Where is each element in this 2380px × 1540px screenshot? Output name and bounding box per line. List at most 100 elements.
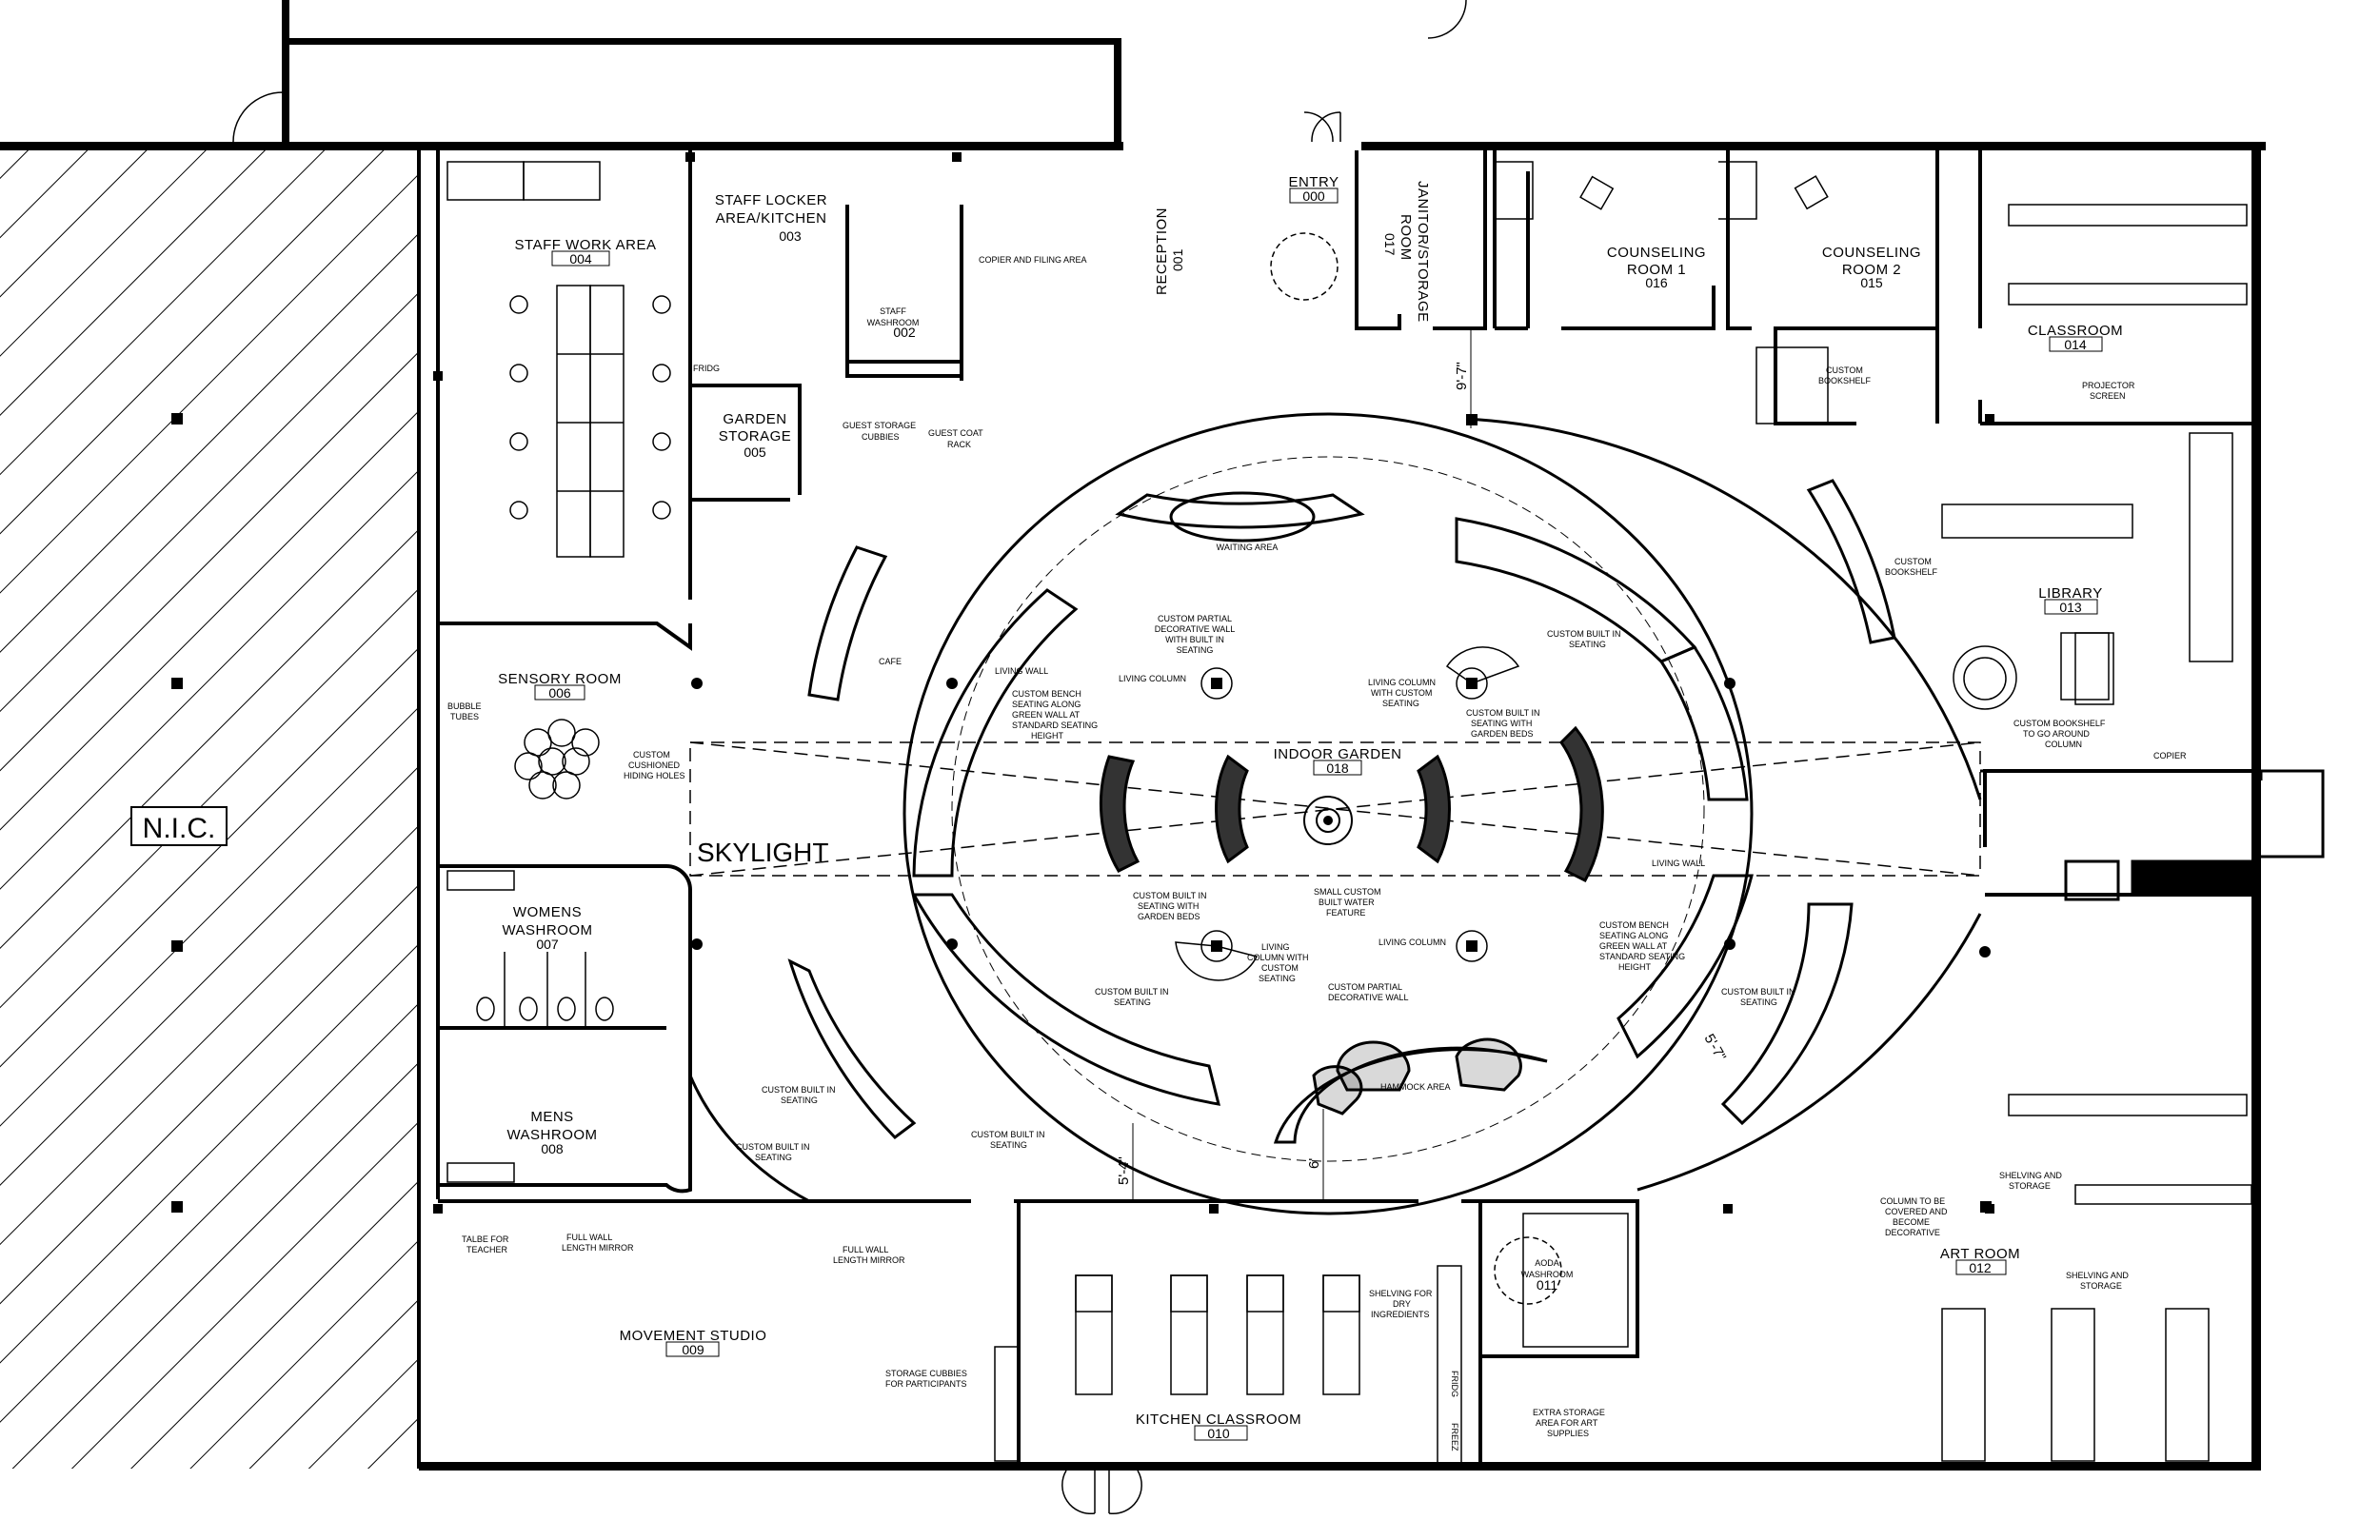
kitchen-stations — [1075, 1274, 1360, 1395]
washroom-fixtures — [446, 870, 614, 1183]
room-name-staff-locker-2: AREA/KITCHEN — [716, 210, 827, 227]
note-projector: PROJECTOR — [2082, 381, 2135, 390]
room-name-library: LIBRARY — [2038, 585, 2102, 602]
hammock-area — [1273, 1037, 1548, 1144]
room-name-mens-2: WASHROOM — [506, 1127, 597, 1143]
room-number-aoda: 011 — [1537, 1277, 1558, 1293]
note-col-shelf: CUSTOM BOOKSHELF — [2013, 719, 2106, 728]
note-partial-wall-3: WITH BUILT IN — [1165, 635, 1224, 644]
exterior-door-arcs — [232, 0, 1467, 1515]
note-hiding-3: HIDING HOLES — [624, 771, 685, 780]
note-lc-seat: LIVING COLUMN — [1368, 678, 1436, 687]
note-living-column: LIVING COLUMN — [1119, 674, 1186, 683]
note-storage-part: STORAGE CUBBIES — [885, 1369, 967, 1378]
room-number-staff-washroom: 002 — [893, 325, 916, 340]
note-column-cov-2: COVERED AND — [1885, 1207, 1948, 1216]
note-builtin-garden-b: CUSTOM BUILT IN — [1133, 891, 1207, 900]
note-bench-2: SEATING ALONG — [1012, 700, 1081, 709]
note-bench-right: CUSTOM BENCH — [1599, 920, 1669, 930]
note-custom-bookshelf-2: BOOKSHELF — [1818, 376, 1872, 385]
room-name-staff-washroom: STAFF — [880, 306, 906, 316]
note-living-column-2: LIVING COLUMN — [1378, 938, 1446, 947]
note-bench-5: HEIGHT — [1031, 731, 1064, 740]
note-shelving: SHELVING AND — [1999, 1171, 2062, 1180]
note-builtin-e-2: SEATING — [990, 1140, 1027, 1150]
room-number-garden: 018 — [1326, 760, 1349, 776]
room-name-movement: MOVEMENT STUDIO — [620, 1328, 767, 1344]
note-builtin-f: CUSTOM BUILT IN — [736, 1142, 810, 1152]
room-name-staff-locker: STAFF LOCKER — [715, 192, 827, 208]
note-hiding-2: CUSHIONED — [628, 760, 681, 770]
note-lc-seat-b: LIVING — [1261, 942, 1290, 952]
note-guest-coat-2: RACK — [947, 440, 971, 449]
note-lc-seat-b-4: SEATING — [1259, 974, 1296, 983]
dimension-1: 9'-7" — [1454, 362, 1470, 390]
room-name-kitchen: KITCHEN CLASSROOM — [1136, 1412, 1301, 1428]
nic-area: N.I.C. — [0, 146, 421, 1469]
room-name-counseling1: COUNSELING — [1607, 245, 1706, 261]
note-col-shelf-2: TO GO AROUND — [2023, 729, 2090, 739]
note-bench-right-4: STANDARD SEATING — [1599, 952, 1685, 961]
room-number-reception: 001 — [1170, 248, 1185, 271]
note-builtin-garden-2: SEATING WITH — [1471, 719, 1532, 728]
art-tables — [1941, 1094, 2252, 1462]
room-number-art: 012 — [1969, 1260, 1992, 1275]
note-mirror-a-2: LENGTH MIRROR — [562, 1243, 634, 1253]
central-ring — [688, 412, 1982, 1215]
note-bubble: BUBBLE — [447, 701, 482, 711]
note-shelving-b-2: STORAGE — [2080, 1281, 2122, 1291]
room-number-mens: 008 — [541, 1141, 564, 1156]
note-col-shelf-3: COLUMN — [2045, 740, 2082, 749]
room-number-classroom: 014 — [2064, 337, 2087, 352]
room-name-sensory: SENSORY ROOM — [498, 671, 622, 687]
note-builtin-f-2: SEATING — [755, 1153, 792, 1162]
note-living-wall-right: LIVING WALL — [1652, 859, 1705, 868]
note-partial-wall-4: SEATING — [1177, 645, 1214, 655]
note-column-cov-4: DECORATIVE — [1885, 1228, 1940, 1237]
library-furniture — [1953, 632, 2110, 710]
room-number-staff-work: 004 — [569, 251, 592, 267]
dimensions: 9'-7" 5'-4" 6' 5'-7" — [1116, 328, 1729, 1201]
note-bench-right-5: HEIGHT — [1618, 962, 1652, 972]
note-hiding: CUSTOM — [633, 750, 670, 760]
note-shelving-b: SHELVING AND — [2066, 1271, 2129, 1280]
dimension-2: 5'-4" — [1116, 1156, 1132, 1185]
note-bench-4: STANDARD SEATING — [1012, 721, 1098, 730]
note-builtin-garden-b-2: SEATING WITH — [1138, 901, 1199, 911]
note-column-cov-3: BECOME — [1893, 1217, 1930, 1227]
note-lc-seat-b-2: COLUMN WITH — [1247, 953, 1309, 962]
note-partial-dec-2: DECORATIVE WALL — [1328, 993, 1409, 1002]
room-name-aoda: AODA — [1535, 1258, 1559, 1268]
note-builtin-e: CUSTOM BUILT IN — [971, 1130, 1045, 1139]
note-builtin-a-2: SEATING — [1569, 640, 1606, 649]
curved-seating — [787, 479, 1896, 1139]
note-water-3: FEATURE — [1326, 908, 1365, 918]
note-builtin-garden: CUSTOM BUILT IN — [1466, 708, 1540, 718]
annotations: COPIER AND FILING AREA GUEST STORAGE CUB… — [447, 255, 2187, 1451]
note-builtin-d-2: SEATING — [781, 1096, 818, 1105]
note-shelving-dry: SHELVING FOR — [1369, 1289, 1433, 1298]
note-bench-right-3: GREEN WALL AT — [1599, 941, 1668, 951]
note-mirror-b-2: LENGTH MIRROR — [833, 1255, 905, 1265]
note-partial-wall: CUSTOM PARTIAL — [1158, 614, 1232, 623]
note-water: SMALL CUSTOM — [1314, 887, 1381, 897]
interior-walls — [436, 150, 2251, 1466]
room-number-movement: 009 — [682, 1342, 704, 1357]
note-builtin-garden-b-3: GARDEN BEDS — [1138, 912, 1200, 921]
room-number-counseling1: 016 — [1645, 275, 1668, 290]
classroom-desks — [1941, 204, 2248, 705]
note-hammock: HAMMOCK AREA — [1380, 1082, 1451, 1092]
note-builtin-c: CUSTOM BUILT IN — [1721, 987, 1795, 997]
note-lc-seat-3: SEATING — [1382, 699, 1419, 708]
storage-shelves — [994, 232, 1829, 1467]
room-name-staff-washroom-2: WASHROOM — [867, 318, 920, 327]
note-mirror-b: FULL WALL — [843, 1245, 888, 1254]
exterior-walls — [0, 0, 2266, 1471]
living-column-rings — [1175, 646, 2007, 981]
note-guest-cubbies-2: CUBBIES — [862, 432, 900, 442]
note-column-cov: COLUMN TO BE — [1880, 1196, 1945, 1206]
note-lib-shelf-2: BOOKSHELF — [1885, 567, 1938, 577]
water-feature — [1303, 796, 1353, 845]
note-builtin-b-2: SEATING — [1114, 997, 1151, 1007]
